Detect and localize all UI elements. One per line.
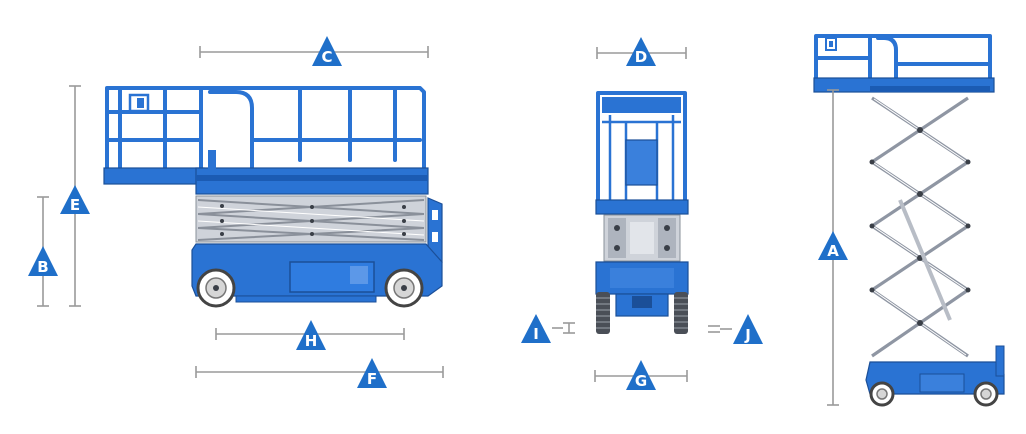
marker-f bbox=[357, 358, 387, 388]
dimension-a: A bbox=[818, 89, 848, 406]
dimension-f: F bbox=[195, 358, 444, 388]
dimension-h: H bbox=[215, 320, 405, 350]
label-e: E bbox=[70, 196, 80, 214]
label-g: G bbox=[635, 372, 647, 390]
marker-i bbox=[521, 314, 551, 343]
dimension-c: C bbox=[199, 36, 429, 66]
marker-c bbox=[312, 36, 342, 66]
dimension-e: E bbox=[60, 85, 90, 307]
side-view-machine bbox=[103, 86, 443, 308]
marker-a bbox=[818, 231, 848, 260]
marker-d bbox=[626, 37, 656, 66]
dimension-d: D bbox=[596, 37, 687, 66]
label-a: A bbox=[827, 242, 839, 260]
label-i: I bbox=[533, 325, 539, 343]
marker-e bbox=[60, 185, 90, 214]
dimension-j: J bbox=[708, 314, 763, 344]
marker-h bbox=[296, 320, 326, 350]
marker-j bbox=[733, 314, 763, 344]
dimension-i: I bbox=[521, 314, 575, 343]
label-h: H bbox=[305, 332, 318, 350]
marker-b bbox=[28, 246, 58, 276]
dimension-g: G bbox=[594, 360, 688, 390]
label-d: D bbox=[635, 48, 647, 66]
label-c: C bbox=[321, 48, 332, 66]
label-j: J bbox=[744, 326, 751, 344]
front-view-machine bbox=[595, 91, 689, 334]
marker-g bbox=[626, 360, 656, 390]
label-f: F bbox=[367, 370, 377, 388]
elevated-view-machine bbox=[813, 34, 1005, 407]
label-b: B bbox=[37, 258, 48, 276]
dimension-b: B bbox=[28, 196, 58, 307]
